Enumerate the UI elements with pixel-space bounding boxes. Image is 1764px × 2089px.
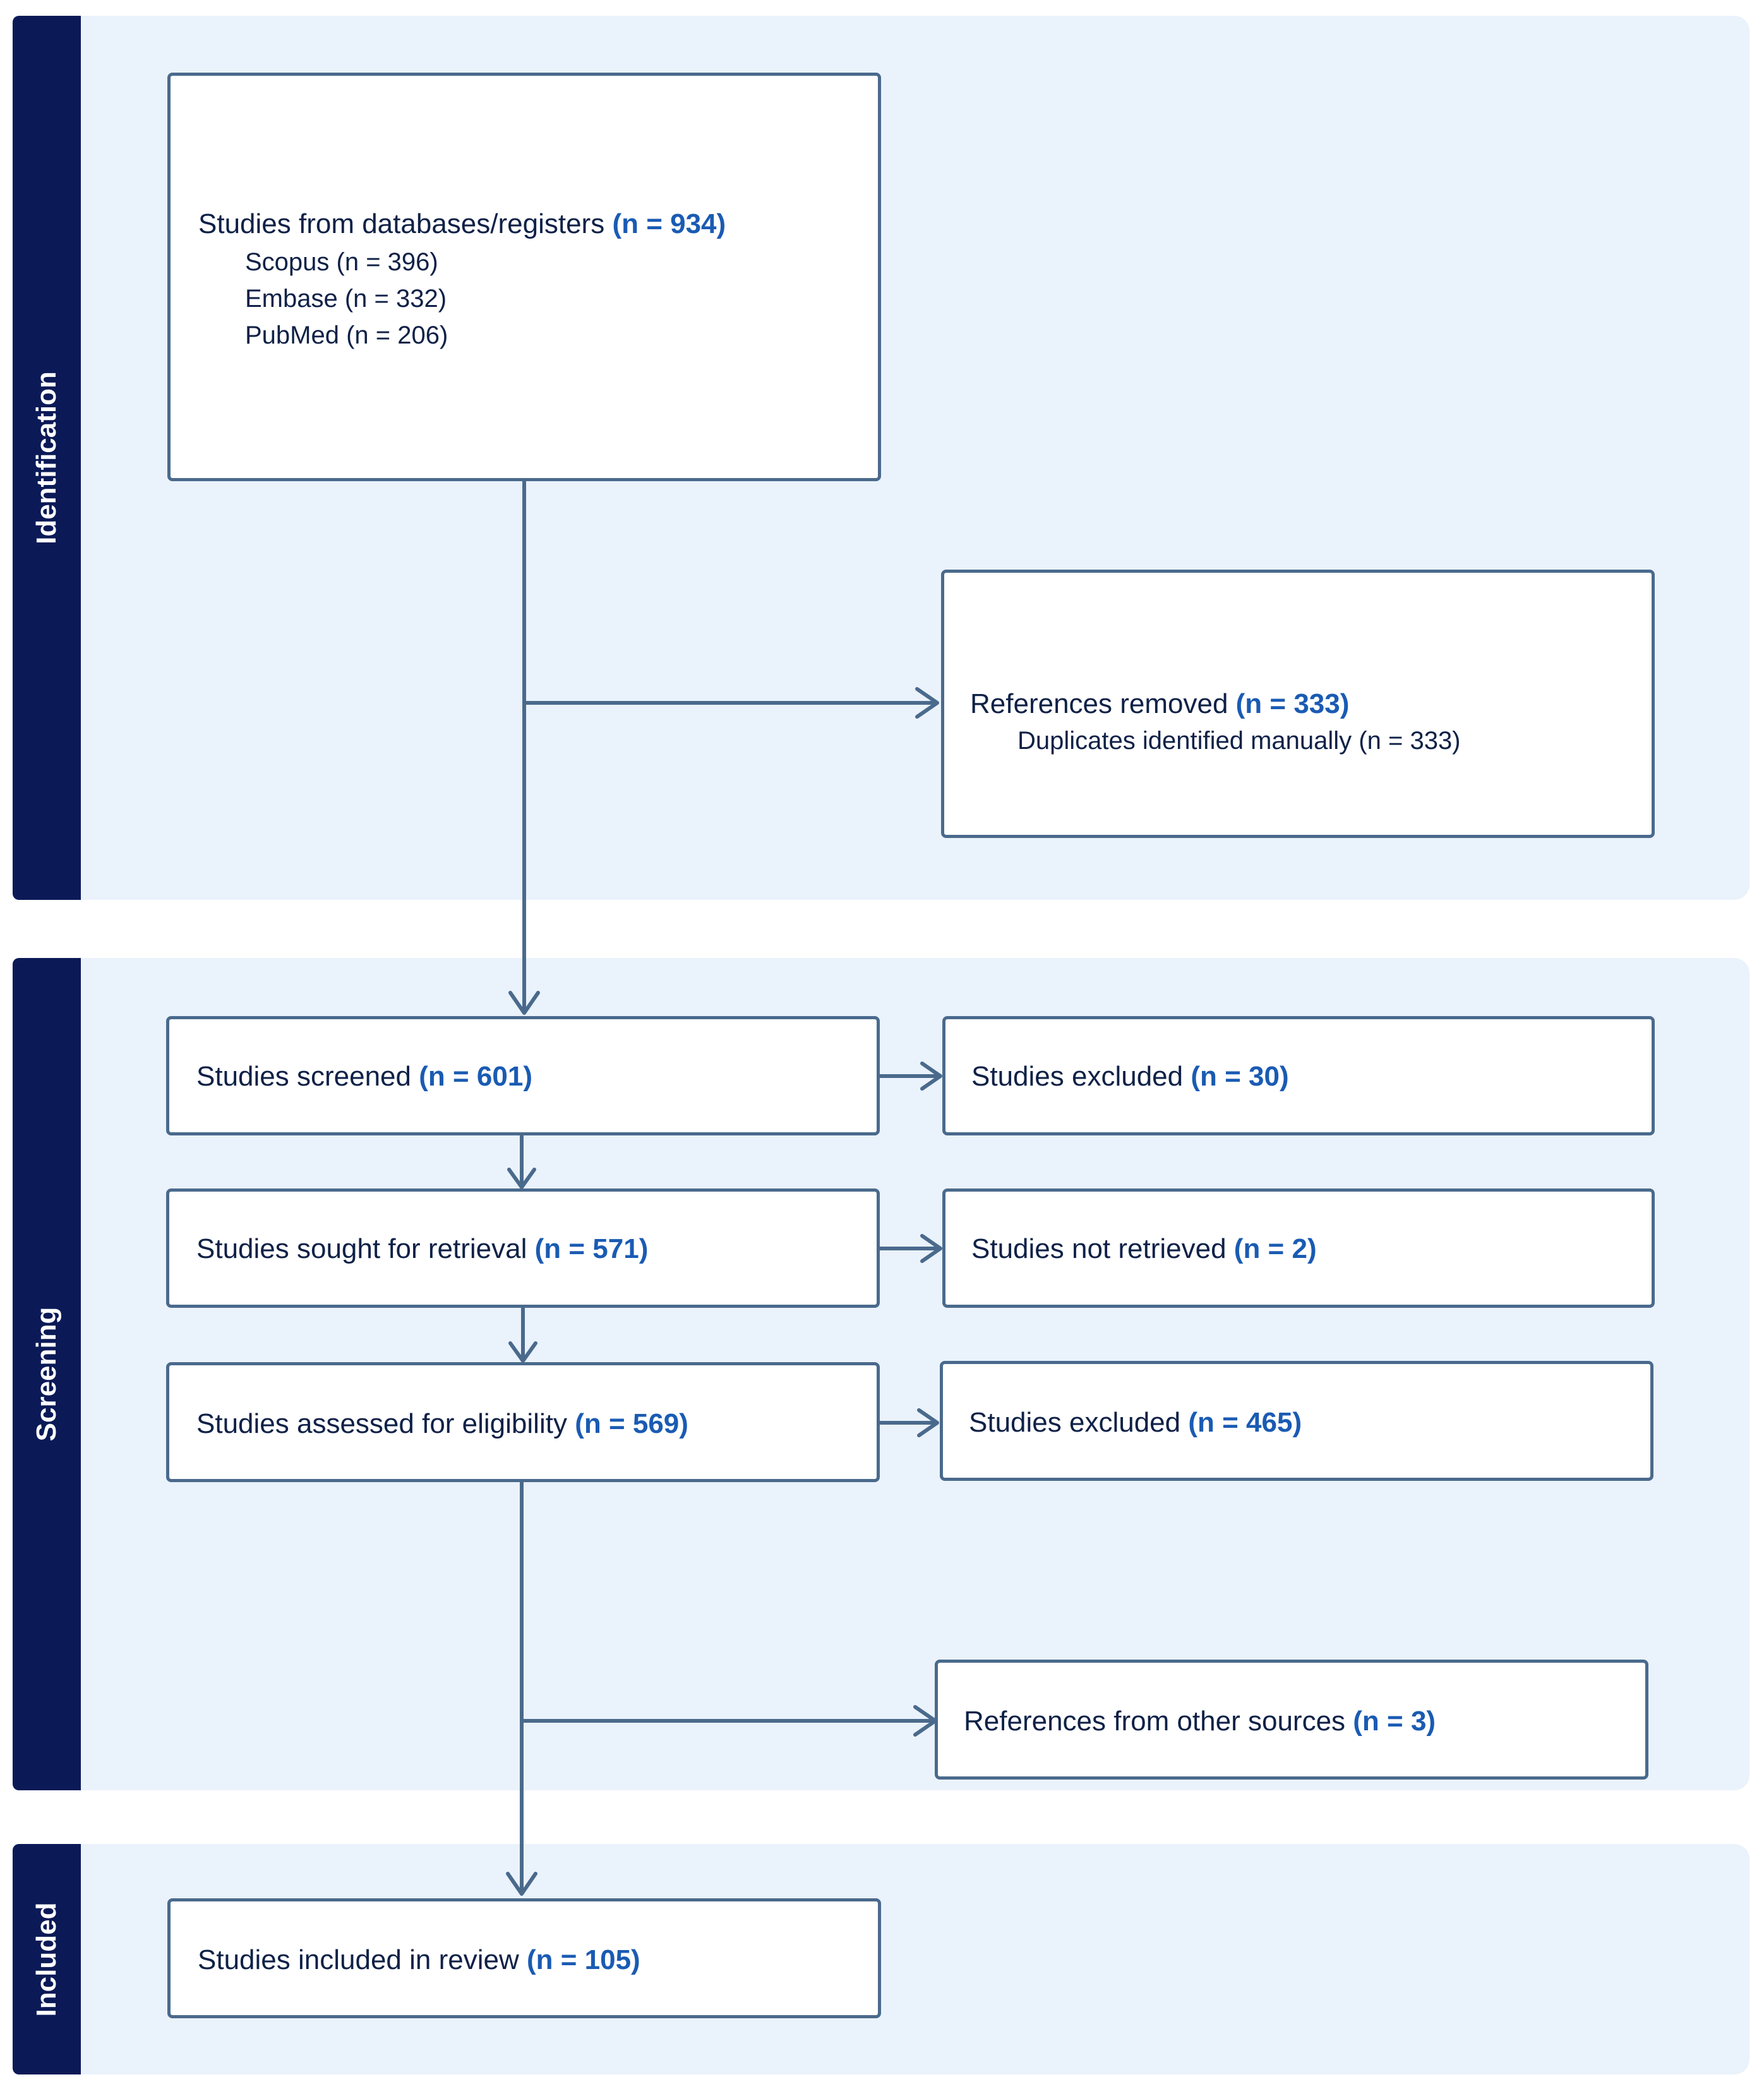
screened-heading: Studies screened (n = 601): [196, 1061, 532, 1092]
screened-box: Studies screened (n = 601): [166, 1016, 880, 1135]
retrieval-label: Studies sought for retrieval: [196, 1233, 527, 1264]
arrowhead-included: [506, 1872, 537, 1896]
excluded-screening-label: Studies excluded: [971, 1061, 1184, 1092]
arrowhead-retrieval: [507, 1168, 536, 1189]
excluded-screening-count: (n = 30): [1191, 1061, 1289, 1092]
screened-count: (n = 601): [419, 1061, 532, 1092]
retrieval-box: Studies sought for retrieval (n = 571): [166, 1188, 880, 1308]
arrowhead-excluded-screen: [920, 1062, 942, 1091]
databases-count: (n = 934): [612, 208, 726, 239]
arrowhead-screened: [508, 991, 540, 1015]
references-removed-box: References removed (n = 333) Duplicates …: [941, 570, 1655, 838]
other-sources-label: References from other sources: [964, 1706, 1346, 1737]
excluded-eligibility-heading: Studies excluded (n = 465): [969, 1407, 1302, 1439]
databases-heading: Studies from databases/registers (n = 93…: [198, 208, 726, 240]
excluded-screening-heading: Studies excluded (n = 30): [971, 1061, 1289, 1092]
identification-stage-label: Identification: [13, 16, 81, 900]
databases-label: Studies from databases/registers: [198, 208, 605, 239]
source-scopus: Scopus (n = 396): [245, 248, 438, 276]
screened-label: Studies screened: [196, 1061, 411, 1092]
excluded-eligibility-label: Studies excluded: [969, 1407, 1181, 1438]
arrowhead-eligibility: [508, 1341, 537, 1363]
screening-stage-label: Screening: [13, 958, 81, 1790]
not-retrieved-box: Studies not retrieved (n = 2): [942, 1188, 1655, 1308]
excluded-screening-box: Studies excluded (n = 30): [942, 1016, 1655, 1135]
eligibility-label: Studies assessed for eligibility: [196, 1408, 567, 1439]
other-sources-box: References from other sources (n = 3): [935, 1660, 1648, 1780]
eligibility-heading: Studies assessed for eligibility (n = 56…: [196, 1408, 688, 1440]
databases-box: Studies from databases/registers (n = 93…: [167, 73, 881, 481]
included-box: Studies included in review (n = 105): [167, 1898, 881, 2018]
not-retrieved-label: Studies not retrieved: [971, 1233, 1227, 1264]
not-retrieved-heading: Studies not retrieved (n = 2): [971, 1233, 1317, 1265]
included-label: Studies included in review: [198, 1944, 519, 1975]
eligibility-box: Studies assessed for eligibility (n = 56…: [166, 1362, 880, 1482]
retrieval-heading: Studies sought for retrieval (n = 571): [196, 1233, 648, 1265]
eligibility-count: (n = 569): [575, 1408, 688, 1439]
removed-heading: References removed (n = 333): [970, 688, 1349, 720]
removed-detail: Duplicates identified manually (n = 333): [1017, 727, 1461, 755]
included-heading: Studies included in review (n = 105): [198, 1944, 640, 1976]
included-stage-label: Included: [13, 1844, 81, 2074]
excluded-eligibility-box: Studies excluded (n = 465): [940, 1361, 1653, 1481]
source-pubmed: PubMed (n = 206): [245, 321, 448, 349]
retrieval-count: (n = 571): [534, 1233, 649, 1264]
removed-count: (n = 333): [1235, 688, 1350, 719]
arrowhead-not-retrieved: [920, 1234, 942, 1263]
not-retrieved-count: (n = 2): [1233, 1233, 1317, 1264]
arrowhead-excluded-elig: [917, 1408, 939, 1437]
removed-label: References removed: [970, 688, 1228, 719]
arrowhead-removed: [915, 687, 939, 719]
included-count: (n = 105): [526, 1944, 640, 1975]
other-sources-heading: References from other sources (n = 3): [964, 1706, 1436, 1737]
excluded-eligibility-count: (n = 465): [1188, 1407, 1302, 1438]
other-sources-count: (n = 3): [1353, 1706, 1436, 1737]
source-embase: Embase (n = 332): [245, 285, 447, 313]
